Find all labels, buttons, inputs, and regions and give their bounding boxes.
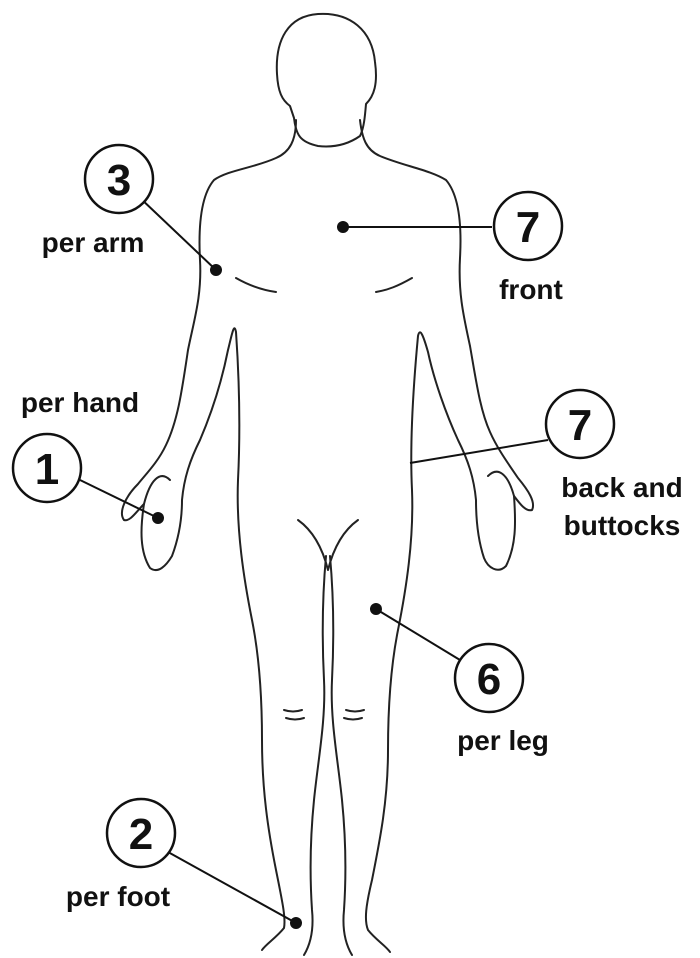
callout-number-arm: 3 <box>107 156 131 205</box>
callout-label-back-line1: back and <box>561 472 682 503</box>
chest-line-right <box>376 278 412 292</box>
leader-leg <box>376 609 460 660</box>
callout-number-hand: 1 <box>35 445 59 494</box>
callout-hand: per hand 1 <box>13 387 139 502</box>
knee-right <box>344 710 364 720</box>
callout-back: 7 back and buttocks <box>546 390 683 541</box>
groin-line <box>298 520 358 570</box>
leader-arm <box>138 196 216 270</box>
callout-label-back-line2: buttocks <box>564 510 681 541</box>
dot-leg <box>370 603 382 615</box>
callout-number-foot: 2 <box>129 810 153 859</box>
callout-number-leg: 6 <box>477 655 501 704</box>
inner-leg-left <box>304 556 326 955</box>
callout-leg: 6 per leg <box>455 644 549 756</box>
body-outline <box>122 14 533 955</box>
dot-arm <box>210 264 222 276</box>
callout-label-arm: per arm <box>42 227 145 258</box>
inner-leg-right <box>330 556 352 955</box>
callout-label-foot: per foot <box>66 881 170 912</box>
leader-foot <box>168 852 296 923</box>
callout-number-back: 7 <box>568 401 592 450</box>
callout-front: 7 front <box>494 192 563 305</box>
callout-label-hand: per hand <box>21 387 139 418</box>
leader-back <box>410 440 548 463</box>
callout-label-leg: per leg <box>457 725 549 756</box>
callout-number-front: 7 <box>516 203 540 252</box>
left-hand-fingers <box>144 476 170 504</box>
callout-label-front: front <box>499 274 563 305</box>
callout-foot: 2 per foot <box>66 799 175 912</box>
chest-line-left <box>236 278 276 292</box>
dot-front <box>337 221 349 233</box>
dot-foot <box>290 917 302 929</box>
dot-hand <box>152 512 164 524</box>
right-hand-fingers <box>488 472 514 496</box>
knee-left <box>284 710 304 720</box>
callout-arm: 3 per arm <box>42 145 153 258</box>
